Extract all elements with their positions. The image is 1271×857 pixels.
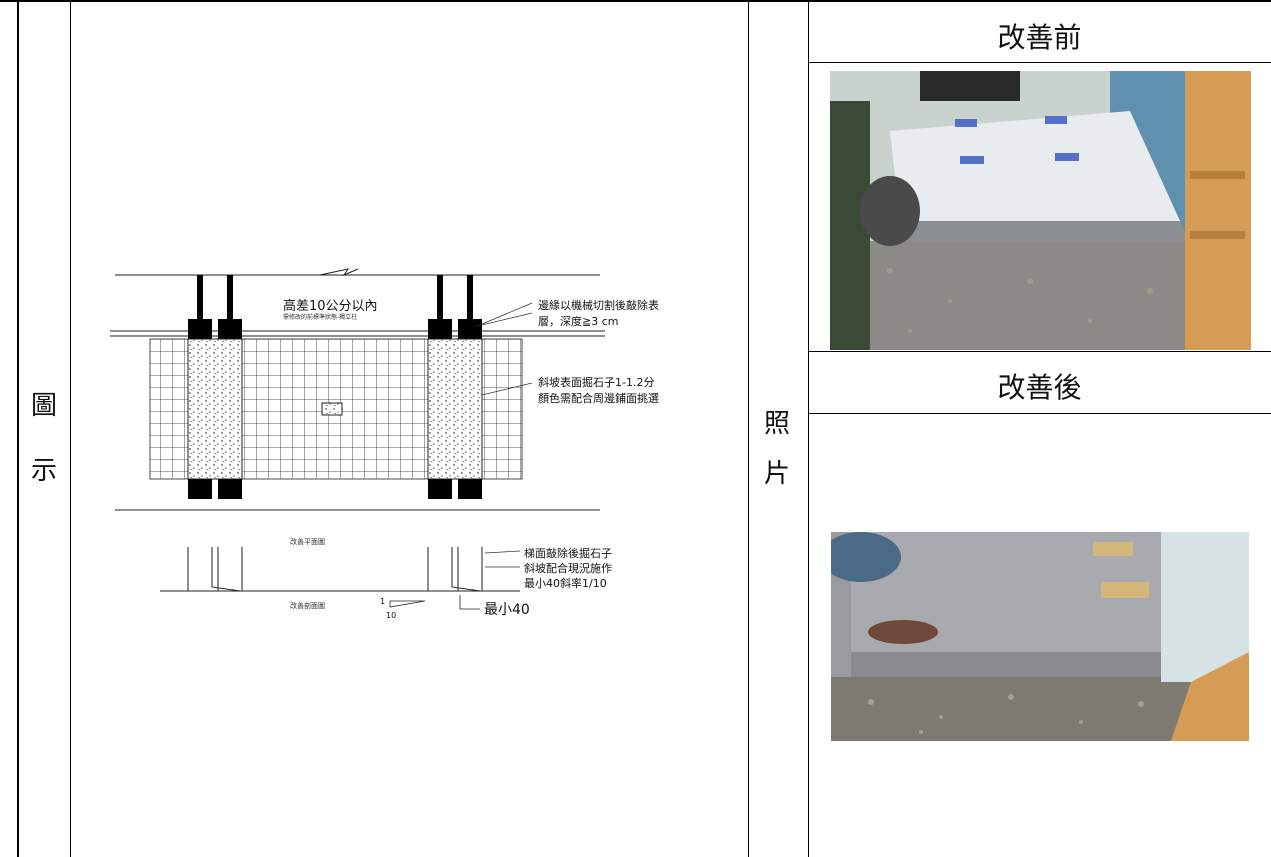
table-left-border [17,0,19,857]
slope-note-1: 斜坡表面掘石子1-1.2分 [538,376,655,389]
diagram-label-char-2: 示 [31,456,58,486]
section-note-2: 斜坡配合現況施作 [524,562,612,575]
photo-before-bottom-border [808,351,1271,352]
header-before-underline [808,62,1271,63]
edge-note-1: 邊緣以機械切割後敲除表 [538,299,659,312]
table-top-border [0,0,1271,2]
photo-label-char-1: 照 [764,409,791,439]
height-subnote: 需修改的前標準狀態-獨立柱 [283,314,358,321]
photo-after [831,532,1249,741]
col-divider-3 [808,0,809,857]
section-note-1: 梯面敲除後掘石子 [524,547,612,560]
header-after: 改善後 [997,371,1082,404]
plan-caption: 改善平面圖 [290,538,325,546]
header-after-underline [808,413,1271,414]
ratio-bottom: 10 [386,611,397,620]
improvement-diagram [110,268,605,610]
col-divider-2 [748,0,749,857]
section-note-3: 最小40斜率1/10 [524,577,607,590]
section-caption: 改善剖面圖 [290,602,325,610]
photo-label-char-2: 片 [764,459,791,489]
edge-note-2: 層，深度≧3 cm [538,315,619,328]
header-before: 改善前 [997,21,1082,54]
photo-before [830,71,1251,350]
ratio-top: 1 [380,597,386,606]
diagram-label-char-1: 圖 [31,391,58,421]
min-label: 最小40 [484,602,530,618]
col-divider-1 [70,0,71,857]
height-note: 高差10公分以內 [283,299,378,314]
slope-note-2: 顏色需配合周邊鋪面挑選 [538,392,659,405]
